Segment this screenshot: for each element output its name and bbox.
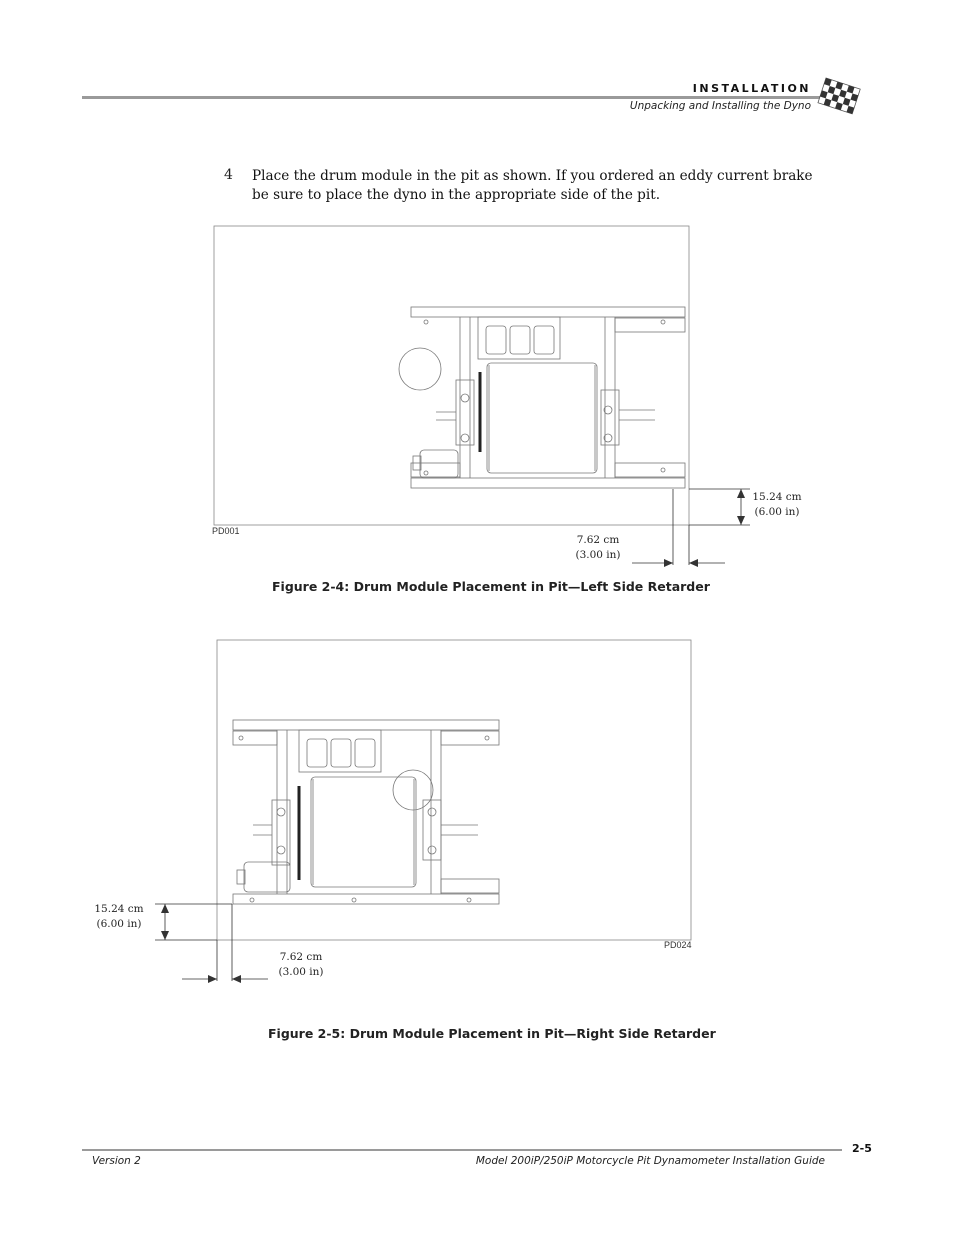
figure-2-5-horizontal-dimension: 7.62 cm (3.00 in) bbox=[268, 950, 334, 980]
dimension-in: (3.00 in) bbox=[575, 549, 621, 561]
dimension-cm: 15.24 cm bbox=[752, 491, 802, 503]
figure-2-4-vertical-dimension: 15.24 cm (6.00 in) bbox=[745, 490, 809, 520]
dimension-in: (3.00 in) bbox=[278, 966, 324, 978]
footer-document-title: Model 200iP/250iP Motorcycle Pit Dynamom… bbox=[475, 1155, 825, 1167]
figure-2-5-vertical-dimension: 15.24 cm (6.00 in) bbox=[86, 902, 152, 932]
figure-2-4-label: PD001 bbox=[212, 526, 240, 536]
dimension-cm: 7.62 cm bbox=[279, 951, 323, 963]
footer-rule bbox=[82, 1149, 842, 1151]
step-number: 4 bbox=[224, 167, 233, 183]
page-number: 2-5 bbox=[852, 1142, 872, 1155]
dimension-cm: 7.62 cm bbox=[576, 534, 620, 546]
figure-2-4-caption: Figure 2-4: Drum Module Placement in Pit… bbox=[272, 579, 710, 594]
dimension-in: (6.00 in) bbox=[96, 918, 142, 930]
header-subsection-title: Unpacking and Installing the Dyno bbox=[629, 100, 811, 112]
figure-2-4-horizontal-dimension: 7.62 cm (3.00 in) bbox=[566, 533, 630, 563]
header-rule bbox=[82, 96, 822, 99]
dimension-in: (6.00 in) bbox=[754, 506, 800, 518]
step-text: Place the drum module in the pit as show… bbox=[252, 168, 813, 203]
header-section-title: INSTALLATION bbox=[692, 82, 811, 95]
figure-2-5-label: PD024 bbox=[664, 940, 692, 950]
dimension-cm: 15.24 cm bbox=[94, 903, 144, 915]
figure-2-5-caption: Figure 2-5: Drum Module Placement in Pit… bbox=[268, 1026, 716, 1041]
footer-version: Version 2 bbox=[92, 1155, 141, 1167]
